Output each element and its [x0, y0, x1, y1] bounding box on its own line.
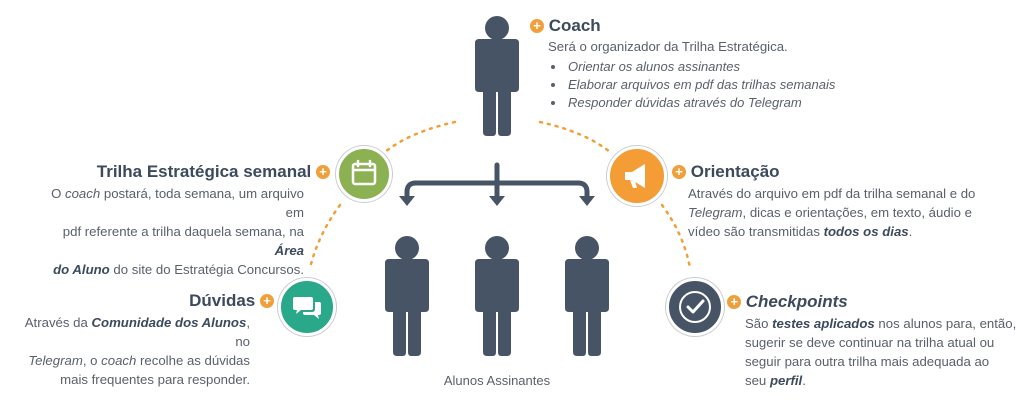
student-person-icon [385, 236, 429, 356]
megaphone-icon [625, 164, 645, 188]
connector-arcs [308, 120, 692, 270]
checkpoints-block: + Checkpoints São testes aplicados nos a… [727, 292, 1017, 390]
students-caption: Alunos Assinantes [443, 373, 551, 388]
coach-block: + Coach Será o organizador da Trilha Est… [530, 16, 860, 112]
calendar-icon [351, 159, 377, 186]
orientacao-heading: + Orientação [672, 162, 1002, 182]
plus-icon: + [316, 164, 330, 179]
coach-subtitle: Será o organizador da Trilha Estratégica… [548, 39, 788, 54]
tree-arrow-right [579, 196, 595, 206]
trilha-heading: Trilha Estratégica semanal + [30, 162, 330, 182]
tree-arrow-left [399, 196, 415, 206]
checkpoints-circle [666, 278, 724, 336]
chat-bubbles-icon [293, 297, 321, 319]
checkpoints-title: Checkpoints [745, 292, 848, 311]
trilha-text: O coach postará, toda semana, um arquivo… [51, 186, 304, 277]
tree-connector [404, 162, 590, 203]
coach-person-icon [475, 16, 519, 136]
orientacao-circle [607, 146, 667, 206]
checkpoints-heading: + Checkpoints [727, 292, 1017, 312]
trilha-circle [336, 146, 392, 202]
trilha-title: Trilha Estratégica semanal [96, 162, 312, 181]
student-person-icon [565, 236, 609, 356]
trilha-block: Trilha Estratégica semanal + O coach pos… [30, 162, 330, 279]
plus-icon: + [260, 293, 274, 308]
tree-arrow-center [489, 196, 505, 206]
coach-bullet: Orientar os alunos assinantes [566, 58, 860, 76]
plus-icon: + [727, 294, 741, 309]
duvidas-heading: Dúvidas + [10, 291, 274, 311]
coach-bullet: Elaborar arquivos em pdf das trilhas sem… [566, 76, 860, 94]
plus-icon: + [672, 164, 686, 179]
checkpoints-text: São testes aplicados nos alunos para, en… [745, 316, 1017, 388]
duvidas-title: Dúvidas [189, 291, 256, 310]
checkmark-icon [679, 291, 711, 323]
coach-bullets: Orientar os alunos assinantes Elaborar a… [548, 58, 860, 112]
orientacao-title: Orientação [690, 162, 780, 181]
duvidas-circle [278, 278, 336, 336]
coach-heading: + Coach [530, 16, 860, 36]
orientacao-block: + Orientação Através do arquivo em pdf d… [672, 162, 1002, 241]
duvidas-text: Através da Comunidade dos Alunos, no Tel… [24, 315, 250, 387]
orientacao-text: Através do arquivo em pdf da trilha sema… [688, 186, 976, 239]
plus-icon: + [530, 18, 544, 33]
coach-bullet: Responder dúvidas através do Telegram [566, 94, 860, 112]
coach-title: Coach [548, 16, 601, 35]
student-person-icon [475, 236, 519, 356]
duvidas-block: Dúvidas + Através da Comunidade dos Alun… [10, 291, 274, 389]
